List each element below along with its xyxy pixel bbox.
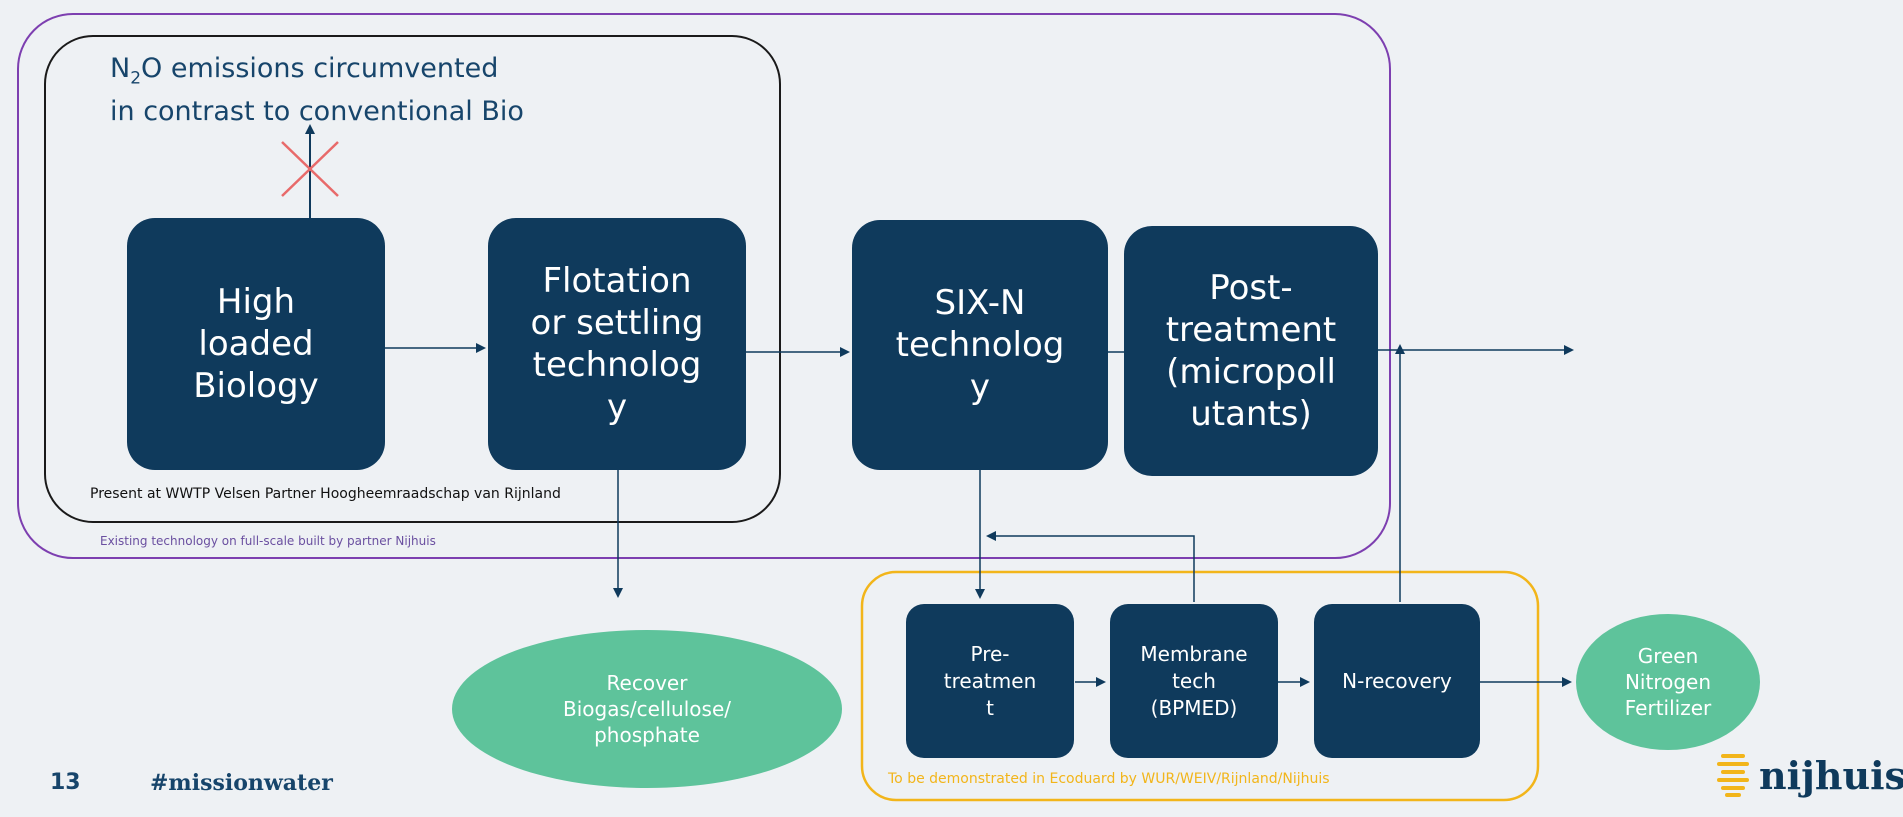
n2o-subscript: 2 <box>130 68 142 89</box>
flotation-box: Flotation or settling technolog y <box>488 218 746 470</box>
post-treatment-box: Post- treatment (micropoll utants) <box>1124 226 1378 476</box>
recover-biogas-oval: Recover Biogas/cellulose/ phosphate <box>452 630 842 788</box>
high-loaded-biology-box: High loaded Biology <box>127 218 385 470</box>
demonstration-outline <box>860 570 1540 802</box>
membrane-return-loop <box>986 531 1195 602</box>
green-nitrogen-fertilizer-oval: Green Nitrogen Fertilizer <box>1576 614 1760 750</box>
nijhuis-logo-text: nijhuis <box>1759 752 1903 798</box>
mission-water-hashtag: #missionwater <box>150 770 333 796</box>
present-at-wwtp-caption: Present at WWTP Velsen Partner Hoogheemr… <box>90 486 561 502</box>
existing-technology-outline <box>17 13 1391 559</box>
nijhuis-logo-icon <box>1717 754 1749 797</box>
n2o-prefix: N <box>110 53 131 84</box>
six-n-box: SIX-N technolog y <box>852 220 1108 470</box>
existing-technology-caption: Existing technology on full-scale built … <box>100 534 436 548</box>
demonstration-caption: To be demonstrated in Ecoduard by WUR/WE… <box>888 771 1330 787</box>
present-at-wwtp-outline <box>44 35 781 523</box>
n2o-emissions-note: N2O emissions circumvented in contrast t… <box>110 52 524 129</box>
page-number: 13 <box>50 770 81 795</box>
n2o-rest: O emissions circumvented in contrast to … <box>110 53 524 128</box>
membrane-tech-box: Membrane tech (BPMED) <box>1110 604 1278 758</box>
cross-line-2 <box>281 141 339 197</box>
n-recovery-box: N-recovery <box>1314 604 1480 758</box>
nijhuis-logo: nijhuis <box>1715 752 1903 798</box>
pre-treatment-box: Pre- treatmen t <box>906 604 1074 758</box>
